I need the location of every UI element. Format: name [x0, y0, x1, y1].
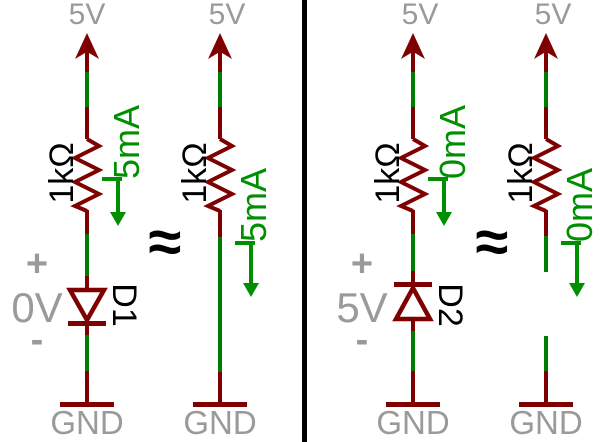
current-arrowhead-icon: [436, 212, 452, 226]
wire-segment: [544, 371, 548, 402]
wire-segment: [218, 107, 222, 139]
wire-segment: [411, 210, 415, 234]
wire-segment: [85, 325, 89, 335]
ground-label: GND: [183, 404, 257, 441]
resistor-label: 1kΩ: [176, 142, 214, 204]
current-arrow-icon: [235, 241, 255, 245]
resistor-icon: [203, 137, 237, 213]
resistor-icon: [396, 137, 430, 213]
current-arrowhead-icon: [110, 212, 126, 226]
wire-segment: [411, 72, 415, 107]
wire-segment: [85, 276, 89, 290]
wire-segment: [85, 371, 89, 402]
current-arrow-icon: [561, 241, 581, 245]
current-arrow-icon: [249, 241, 253, 283]
supply-rail-label: 5V: [208, 0, 246, 31]
supply-rail-label: 5V: [68, 0, 106, 31]
ground-bar-icon: [193, 402, 247, 407]
diode-voltage-label: 5V: [336, 284, 388, 331]
wire-segment: [218, 210, 222, 237]
wire-segment: [411, 371, 415, 402]
wire-segment-open-gap-bottom: [544, 336, 548, 371]
ground-bar-icon: [519, 402, 573, 407]
wire-segment: [411, 271, 415, 284]
current-label: 5mA: [233, 167, 274, 243]
polarity-minus-label: -: [30, 319, 44, 361]
resistor-label: 1kΩ: [43, 142, 81, 204]
wire-segment: [218, 52, 222, 72]
wire-segment-open-gap-top: [544, 236, 548, 272]
ground-bar-icon: [386, 402, 440, 407]
wire-segment: [218, 372, 222, 402]
wire-segment: [85, 335, 89, 371]
wire-segment: [411, 318, 415, 331]
current-arrowhead-icon: [569, 283, 585, 297]
polarity-minus-label: -: [355, 319, 369, 361]
wire-segment-short-circuit: [218, 237, 222, 372]
current-arrowhead-icon: [243, 283, 259, 297]
wire-segment: [85, 210, 89, 234]
resistor-icon: [529, 137, 563, 213]
current-label: 5mA: [106, 104, 147, 180]
polarity-plus-label: +: [25, 243, 49, 285]
wire-segment: [411, 52, 415, 72]
wire-segment: [544, 52, 548, 72]
wire-segment: [544, 72, 548, 107]
current-arrow-icon: [116, 177, 120, 212]
ground-label: GND: [509, 404, 583, 441]
supply-rail-label: 5V: [401, 0, 439, 31]
resistor-icon: [70, 137, 104, 213]
diode-icon: [66, 287, 108, 326]
ground-label: GND: [376, 404, 450, 441]
wire-segment: [218, 72, 222, 107]
polarity-plus-label: +: [350, 243, 374, 285]
ground-bar-icon: [60, 402, 114, 407]
current-arrow-icon: [428, 177, 448, 181]
current-arrow-icon: [102, 177, 122, 181]
current-arrow-icon: [575, 241, 579, 283]
approx-equal-symbol: ≈: [475, 208, 509, 275]
approx-equal-symbol: ≈: [148, 208, 182, 275]
wire-segment: [411, 331, 415, 371]
wire-segment: [411, 107, 415, 139]
wire-segment: [85, 234, 89, 276]
diode-icon: [392, 282, 434, 322]
wire-segment: [411, 234, 415, 271]
wire-segment: [85, 72, 89, 107]
wire-segment: [544, 210, 548, 236]
ground-label: GND: [50, 404, 124, 441]
wire-segment: [85, 107, 89, 139]
current-arrow-icon: [442, 177, 446, 212]
diode-voltage-label: 0V: [11, 284, 63, 331]
wire-segment: [544, 107, 548, 139]
current-label: 0mA: [559, 167, 600, 243]
wire-segment: [85, 52, 89, 72]
current-label: 0mA: [432, 104, 473, 180]
resistor-label: 1kΩ: [369, 142, 407, 204]
resistor-label: 1kΩ: [502, 142, 540, 204]
panel-divider: [302, 0, 307, 442]
supply-rail-label: 5V: [534, 0, 572, 31]
